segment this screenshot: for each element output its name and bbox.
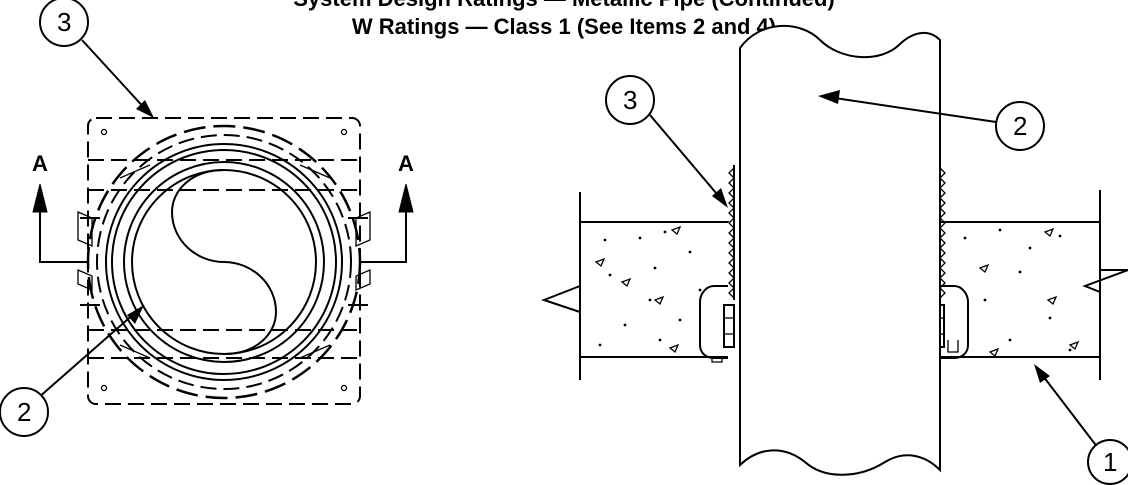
callout-3-plan: 3: [39, 0, 154, 118]
callout-2-section: 2: [818, 90, 1045, 151]
section-view: 3 2 1: [541, 24, 1128, 485]
collar-ring: [111, 149, 337, 375]
callout-3-section: 3: [605, 75, 728, 208]
callout-2-plan: 2: [0, 305, 144, 437]
screw-hole: [340, 128, 348, 136]
collar-ring: [105, 143, 343, 381]
callout-label: 2: [17, 397, 31, 427]
callout-label: 3: [623, 85, 637, 115]
pipe-break-symbol: [170, 169, 278, 355]
plan-view: A A 3 2: [0, 0, 414, 437]
screw-hole: [100, 384, 108, 392]
collar-ring: [96, 134, 352, 390]
callout-label: 2: [1013, 111, 1027, 141]
callout-1-section: 1: [1034, 364, 1128, 485]
section-label: A: [32, 151, 48, 176]
section-mark-left: A: [32, 151, 88, 263]
diagram-title: System Design Ratings — Metallic Pipe (C…: [0, 0, 1128, 11]
pipe-outer: [123, 161, 325, 363]
diagram-subtitle: W Ratings — Class 1 (See Items 2 and 4): [351, 14, 777, 39]
callout-label: 1: [1103, 447, 1117, 477]
section-label: A: [398, 151, 414, 176]
screw-hole: [100, 128, 108, 136]
section-mark-right: A: [360, 151, 414, 263]
screw-hole: [340, 384, 348, 392]
concrete-aggregate-triangles: [594, 225, 1080, 358]
plate-tabs: [77, 159, 371, 359]
firestop-collar-left: [699, 165, 735, 363]
callout-label: 3: [57, 7, 71, 37]
pipe-section: [739, 24, 941, 476]
